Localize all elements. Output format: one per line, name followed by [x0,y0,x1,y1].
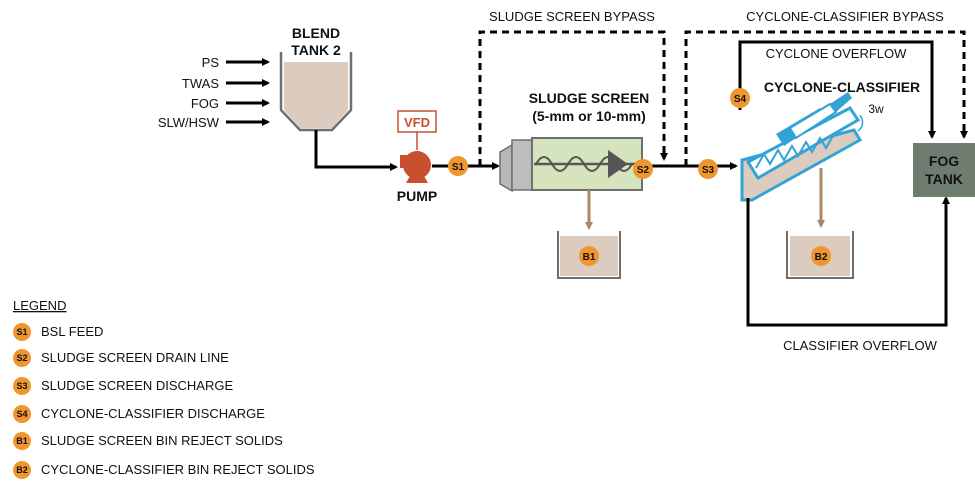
legend-label-3: CYCLONE-CLASSIFIER DISCHARGE [41,406,265,421]
legend-label-2: SLUDGE SCREEN DISCHARGE [41,378,233,393]
classifier-overflow-line [746,196,950,327]
cyclone-bypass-line [684,30,968,166]
legend-label-0: BSL FEED [41,324,103,339]
marker-s1: S1 [452,162,465,173]
sludge-screen-bypass-line [478,30,668,166]
vfd: VFD [397,110,437,150]
marker-b2: B2 [815,252,828,263]
tank-to-pump-line [314,130,398,171]
blend-tank-label-1: BLEND [292,25,340,41]
legend-code-5: B2 [16,465,28,475]
fog-tank-label-1: FOG [929,153,959,169]
vfd-label: VFD [404,115,430,130]
legend-code-2: S3 [16,381,27,391]
blend-tank-label-2: TANK 2 [291,42,341,58]
cyclone-tag: 3w [868,102,884,116]
cyclone-classifier: CYCLONE-CLASSIFIER 3w [740,79,920,202]
input-arrows [226,58,270,126]
sludge-screen: SLUDGE SCREEN (5-mm or 10-mm) [499,90,650,193]
marker-s2: S2 [637,165,650,176]
input-twas: TWAS [182,76,219,91]
cyclone-overflow-label: CYCLONE OVERFLOW [766,46,908,61]
legend-label-5: CYCLONE-CLASSIFIER BIN REJECT SOLIDS [41,462,315,477]
cyclone-label: CYCLONE-CLASSIFIER [764,79,920,95]
fog-tank-label-2: TANK [925,171,963,187]
marker-s3: S3 [702,165,715,176]
legend: LEGEND S1 S2 S3 S4 B1 B2 BSL FEED SLUDGE… [13,298,315,479]
input-fog: FOG [191,96,219,111]
legend-title: LEGEND [13,298,66,313]
legend-code-0: S1 [16,327,27,337]
cyclone-bypass-label: CYCLONE-CLASSIFIER BYPASS [746,9,944,24]
legend-label-4: SLUDGE SCREEN BIN REJECT SOLIDS [41,433,283,448]
fog-tank: FOG TANK [913,143,975,197]
legend-code-1: S2 [16,353,27,363]
legend-code-4: B1 [16,436,28,446]
blend-tank: BLEND TANK 2 [279,25,353,132]
sludge-screen-bypass-label: SLUDGE SCREEN BYPASS [489,9,655,24]
stream-markers: S1 S2 S3 S4 B1 B2 [448,88,831,266]
input-slw-hsw: SLW/HSW [158,115,220,130]
marker-b1: B1 [583,252,596,263]
sludge-screen-label-2: (5-mm or 10-mm) [532,108,646,124]
marker-s4: S4 [734,94,747,105]
legend-code-3: S4 [16,409,27,419]
pump: PUMP [397,151,437,204]
legend-label-1: SLUDGE SCREEN DRAIN LINE [41,350,229,365]
input-ps: PS [202,55,220,70]
sludge-screen-label-1: SLUDGE SCREEN [529,90,650,106]
input-labels: PS TWAS FOG SLW/HSW [158,55,220,130]
cyclone-overflow-line [738,40,936,139]
pump-label: PUMP [397,188,437,204]
classifier-overflow-label: CLASSIFIER OVERFLOW [783,338,938,353]
